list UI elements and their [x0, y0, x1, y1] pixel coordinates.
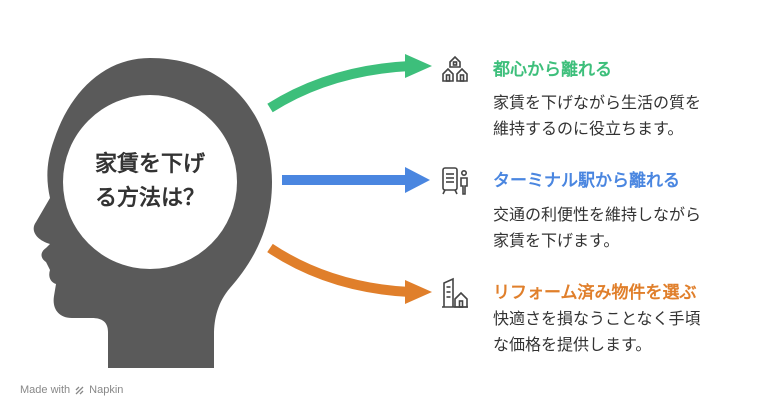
- footer-brand: Napkin: [89, 384, 124, 396]
- arrow-orange-head: [405, 280, 432, 304]
- option-desc-2-line1: 交通の利便性を維持しながら: [493, 205, 702, 224]
- option-desc-2-line2: 家賃を下げます。: [493, 231, 620, 250]
- arrow-orange: [267, 243, 411, 297]
- central-question-line2: る方法は？: [94, 186, 205, 211]
- central-question: 家賃を下げ る方法は？: [62, 140, 238, 224]
- option-desc-3-line1: 快適さを損なうことなく手頃: [493, 309, 701, 328]
- arrow-green-head: [405, 54, 432, 78]
- houses-icon: [442, 55, 468, 82]
- option-desc-3-line2: な価格を提供します。: [493, 335, 652, 354]
- option-title-3: リフォーム済み物件を選ぶ: [493, 283, 697, 303]
- renovated-building-icon: [442, 277, 468, 308]
- option-title-2: ターミナル駅から離れる: [493, 171, 680, 191]
- option-desc-1: 家賃を下げながら生活の質を 維持するのに役立ちます。: [493, 90, 768, 142]
- option-desc-1-line2: 維持するのに役立ちます。: [493, 119, 684, 138]
- footer-credit: Made with Napkin: [20, 384, 123, 396]
- train-person-icon: [442, 167, 468, 195]
- head-circle: [63, 95, 237, 269]
- arrow-blue-head: [405, 167, 430, 193]
- napkin-logo-icon: [75, 386, 84, 394]
- central-question-line1: 家賃を下げ: [94, 152, 205, 177]
- option-title-1: 都心から離れる: [493, 60, 612, 80]
- arrow-green: [267, 61, 411, 113]
- option-desc-1-line1: 家賃を下げながら生活の質を: [493, 93, 702, 112]
- footer-made-with: Made with: [20, 384, 71, 396]
- option-desc-2: 交通の利便性を維持しながら 家賃を下げます。: [493, 202, 768, 254]
- option-desc-3: 快適さを損なうことなく手頃 な価格を提供します。: [493, 306, 768, 358]
